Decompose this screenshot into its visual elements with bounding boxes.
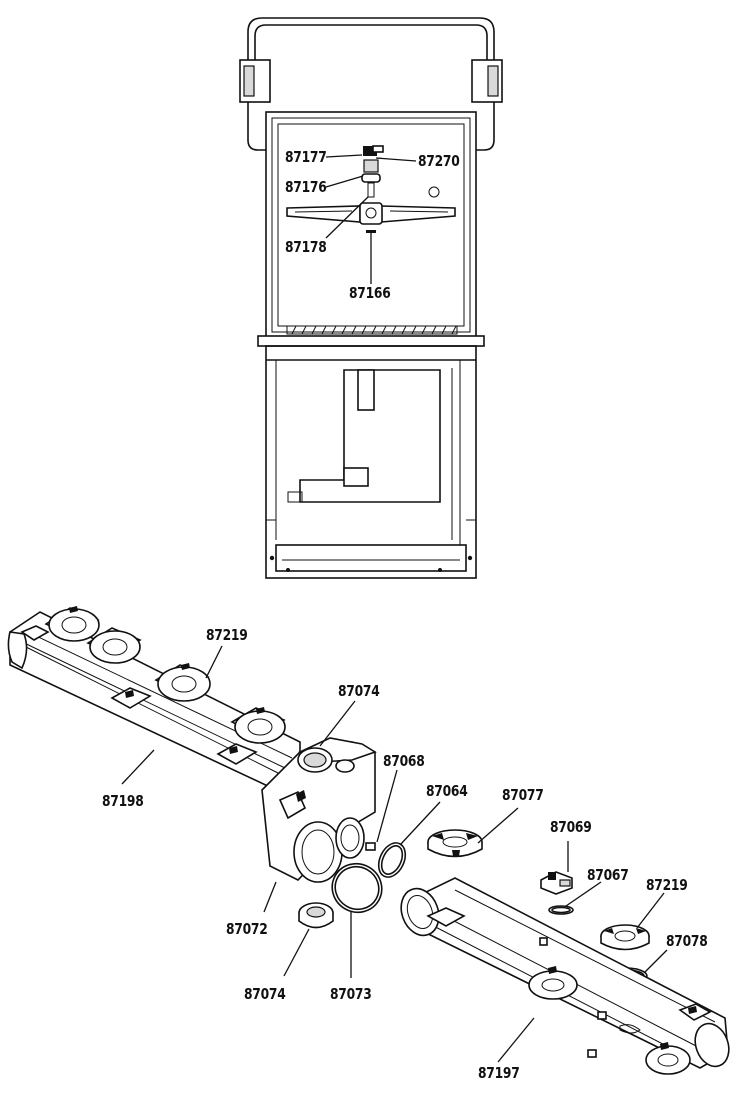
part-label-87197: 87197 [478,1064,520,1082]
small-parts [298,829,650,985]
dishwasher-frame [239,17,503,579]
part-label-87219-lower: 87219 [646,876,688,894]
top-leader-lines [325,154,417,284]
part-label-87073: 87073 [330,985,372,1003]
part-label-87178: 87178 [285,238,327,256]
part-label-87064: 87064 [426,782,468,800]
part-label-87067: 87067 [587,866,629,884]
part-label-87068: 87068 [383,752,425,770]
part-label-87219-upper: 87219 [206,626,248,644]
part-label-87074-top: 87074 [338,682,380,700]
upper-spray-arm [7,606,377,883]
part-label-87270: 87270 [418,152,460,170]
part-label-87072: 87072 [226,920,268,938]
part-label-87198: 87198 [102,792,144,810]
part-label-87166: 87166 [349,284,391,302]
part-label-87078: 87078 [666,932,708,950]
part-label-87077: 87077 [502,786,544,804]
part-label-87176: 87176 [285,178,327,196]
lower-spray-arm [400,877,730,1075]
part-label-87069: 87069 [550,818,592,836]
part-label-87074-cap: 87074 [244,985,286,1003]
part-label-87177: 87177 [285,148,327,166]
bottom-leader-lines [121,645,668,1063]
